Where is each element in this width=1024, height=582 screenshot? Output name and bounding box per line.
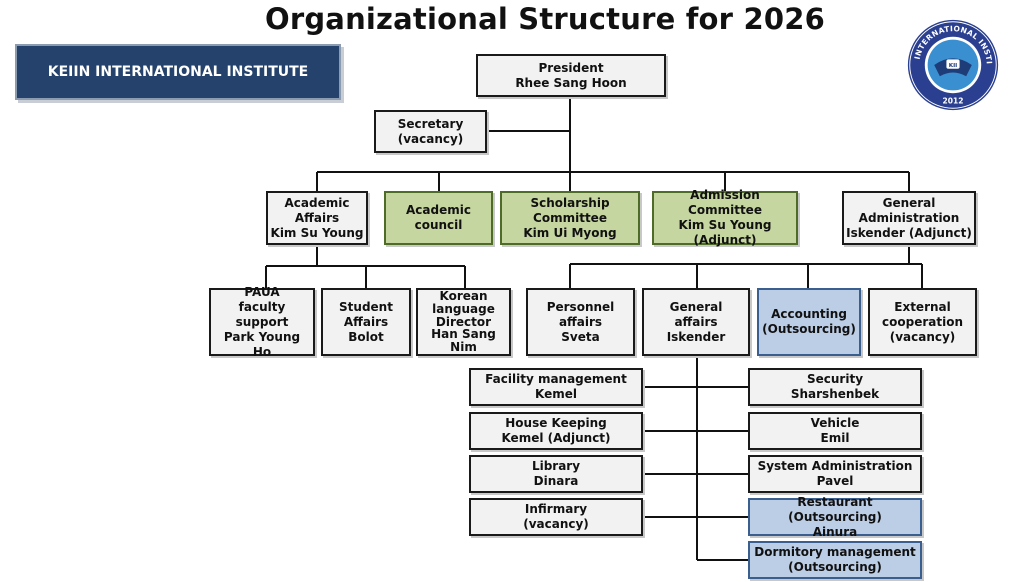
emblem-year: 2012 (943, 97, 964, 106)
scholarship-committee-title: Scholarship Committee (530, 195, 610, 225)
infirmary-box: Infirmary (vacancy) (469, 498, 643, 536)
accounting-box: Accounting (Outsourcing) (757, 288, 861, 356)
korean-language-box: Korean language Director Han Sang Nim (416, 288, 511, 356)
secretary-title: Secretary (397, 116, 464, 131)
paua-name: Park Young Ho (223, 329, 301, 359)
student-affairs-title-1: Student (339, 299, 393, 314)
korean-language-name: Han Sang Nim (431, 327, 496, 355)
external-cooperation-name: (vacancy) (889, 329, 956, 344)
academic-affairs-name: Kim Su Young (270, 225, 364, 240)
korean-language-title-1: Korean (439, 288, 488, 303)
general-administration-title-1: General (882, 195, 936, 210)
personnel-affairs-title: Personnel affairs (546, 299, 615, 329)
korean-language-title-3: Director (435, 314, 492, 329)
korean-language-title-2: language (432, 301, 495, 316)
infirmary-name: (vacancy) (523, 517, 589, 531)
dormitory-management-note: (Outsourcing) (788, 560, 882, 574)
library-title: Library (531, 459, 581, 473)
accounting-title: Accounting (771, 307, 847, 321)
scholarship-committee-name: Kim Ui Myong (523, 225, 617, 240)
paua-title: PAUA (244, 284, 280, 299)
admission-committee-title: Admission Committee (688, 188, 762, 217)
system-administration-title: System Administration (757, 459, 913, 473)
housekeeping-box: House Keeping Kemel (Adjunct) (469, 412, 643, 450)
vehicle-name: Emil (820, 431, 850, 445)
paua-box: PAUA faculty support Park Young Ho (209, 284, 315, 359)
housekeeping-name: Kemel (Adjunct) (501, 431, 611, 445)
scholarship-committee-box: Scholarship Committee Kim Ui Myong (500, 191, 640, 245)
external-cooperation-box: External cooperation (vacancy) (868, 288, 977, 356)
library-box: Library Dinara (469, 455, 643, 493)
emblem-monogram: KII (949, 63, 958, 69)
institute-banner: KEIIN INTERNATIONAL INSTITUTE (15, 44, 341, 100)
vehicle-title: Vehicle (810, 416, 860, 430)
academic-council-box: Academic council (384, 191, 493, 245)
secretary-name: (vacancy) (397, 131, 464, 146)
admission-committee-name: Kim Su Young (Adjunct) (678, 218, 772, 247)
secretary-box: Secretary (vacancy) (374, 110, 487, 153)
system-administration-name: Pavel (816, 474, 854, 488)
library-name: Dinara (533, 474, 579, 488)
security-box: Security Sharshenbek (748, 368, 922, 406)
facility-management-title: Facility management (485, 372, 627, 386)
academic-affairs-title: Academic Affairs (284, 195, 350, 225)
general-administration-name: Iskender (Adjunct) (846, 225, 972, 240)
admission-committee-box: Admission Committee Kim Su Young (Adjunc… (652, 188, 798, 247)
personnel-affairs-name: Sveta (561, 329, 600, 344)
accounting-note: (Outsourcing) (762, 322, 856, 336)
vehicle-box: Vehicle Emil (748, 412, 922, 450)
security-name: Sharshenbek (790, 387, 880, 401)
general-affairs-name: Iskender (666, 329, 726, 344)
academic-council-title: Academic council (406, 203, 471, 232)
restaurant-box: Restaurant (Outsourcing) Ainura (748, 494, 922, 539)
restaurant-title: Restaurant (Outsourcing) (788, 494, 882, 524)
paua-subtitle: faculty support (235, 299, 289, 329)
housekeeping-title: House Keeping (505, 416, 607, 430)
institute-emblem-logo: KEIIN INTERNATIONAL INSTITUTE 2012 KII (906, 18, 999, 111)
facility-management-name: Kemel (535, 387, 577, 401)
student-affairs-name: Bolot (348, 329, 384, 344)
president-name: Rhee Sang Hoon (515, 75, 627, 90)
president-title: President (538, 60, 604, 75)
president-box: President Rhee Sang Hoon (476, 54, 666, 97)
dormitory-management-title: Dormitory management (754, 545, 916, 559)
restaurant-name: Ainura (812, 524, 858, 539)
system-administration-box: System Administration Pavel (748, 455, 922, 493)
general-affairs-box: General affairs Iskender (642, 288, 750, 356)
general-administration-title-2: Administration (858, 210, 960, 225)
general-affairs-title: General affairs (669, 299, 723, 329)
dormitory-management-box: Dormitory management (Outsourcing) (748, 541, 922, 579)
security-title: Security (806, 372, 864, 386)
infirmary-title: Infirmary (524, 502, 588, 516)
facility-management-box: Facility management Kemel (469, 368, 643, 406)
student-affairs-box: Student Affairs Bolot (321, 288, 411, 356)
external-cooperation-title-2: cooperation (882, 314, 963, 329)
general-administration-box: General Administration Iskender (Adjunct… (842, 191, 976, 245)
academic-affairs-box: Academic Affairs Kim Su Young (266, 191, 368, 245)
external-cooperation-title-1: External (894, 299, 951, 314)
student-affairs-title-2: Affairs (343, 314, 389, 329)
page-title: Organizational Structure for 2026 (264, 2, 825, 36)
personnel-affairs-box: Personnel affairs Sveta (526, 288, 635, 356)
